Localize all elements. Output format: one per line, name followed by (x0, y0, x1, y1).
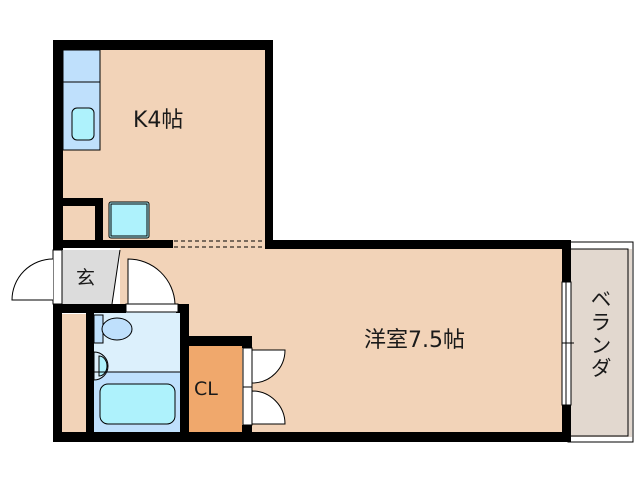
closet-label: CL (194, 378, 218, 400)
western-room-label: 洋室7.5帖 (364, 328, 465, 353)
entrance-label: 玄 (76, 267, 96, 289)
walls (53, 40, 571, 442)
veranda-floor (570, 249, 632, 437)
veranda-label: ベランダ (588, 288, 612, 380)
front-door-frame (52, 249, 63, 305)
bath-door-frame (125, 303, 179, 313)
bath-door-swing[interactable] (127, 258, 176, 305)
entrance-step (111, 249, 121, 305)
entrance-floor (62, 250, 120, 304)
stove-icon (108, 201, 150, 239)
front-door-swing[interactable] (11, 258, 54, 301)
bathtub-icon (99, 383, 176, 425)
closet-floor (188, 346, 242, 432)
washbasin-bowl (98, 355, 108, 377)
toilet-icon (101, 317, 133, 341)
storage-strip-floor (60, 314, 87, 432)
kitchen-label: K4帖 (133, 108, 184, 133)
stove-inner (110, 203, 148, 237)
sink-icon (71, 107, 95, 141)
closet-door-swing-bottom[interactable] (251, 390, 286, 425)
closet-door-swing-top[interactable] (251, 349, 286, 384)
